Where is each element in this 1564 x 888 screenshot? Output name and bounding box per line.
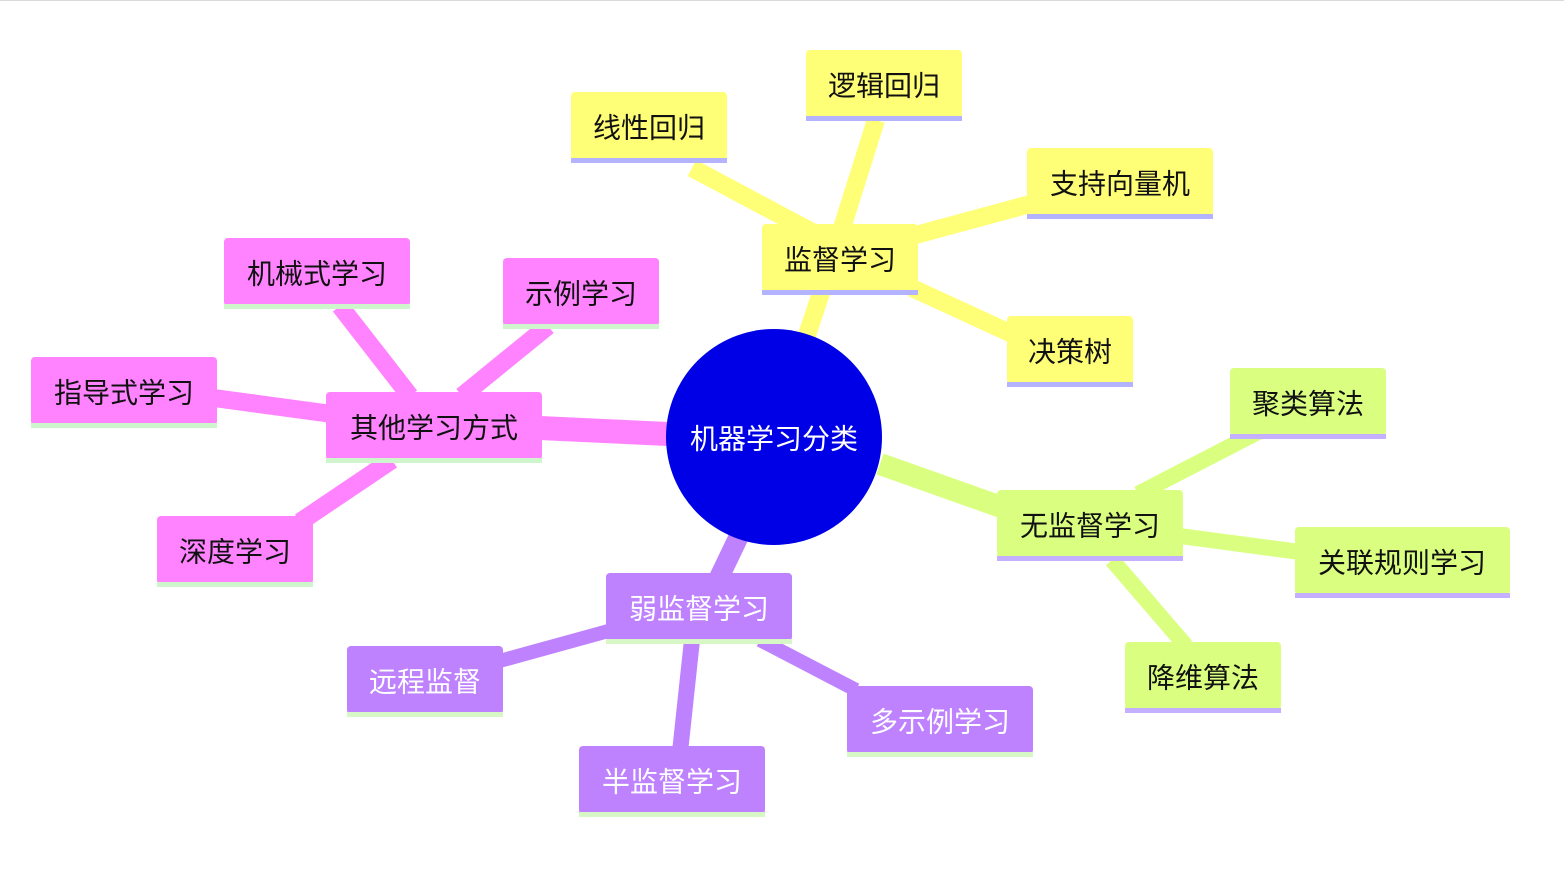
node-decision-tree-label: 决策树 — [1028, 336, 1112, 369]
node-weak-supervision[interactable]: 弱监督学习 — [606, 573, 792, 644]
node-multi-instance-label: 多示例学习 — [870, 706, 1010, 739]
node-unsupervised-label: 无监督学习 — [1020, 510, 1160, 543]
node-linear-regression-label: 线性回归 — [593, 112, 705, 145]
node-guided-learning-label: 指导式学习 — [54, 377, 194, 410]
node-distant-supervision[interactable]: 远程监督 — [347, 646, 503, 717]
node-logistic-regression-label: 逻辑回归 — [828, 70, 940, 103]
node-multi-instance[interactable]: 多示例学习 — [847, 686, 1033, 757]
edge-supervised-tree — [908, 279, 1016, 343]
node-weak-supervision-label: 弱监督学习 — [629, 593, 769, 626]
node-example-learning-label: 示例学习 — [525, 278, 637, 311]
edge-other-deep — [294, 452, 398, 530]
edge-weak-semi — [672, 639, 700, 753]
edge-other-rote — [332, 300, 418, 402]
node-logistic-regression[interactable]: 逻辑回归 — [806, 50, 962, 121]
node-semi-supervised[interactable]: 半监督学习 — [579, 746, 765, 817]
node-rote-learning-label: 机械式学习 — [247, 258, 387, 291]
edge-unsupervised-cluster — [1134, 424, 1262, 502]
node-decision-tree[interactable]: 决策树 — [1007, 316, 1133, 387]
edge-unsupervised-assoc — [1178, 528, 1302, 560]
node-linear-regression[interactable]: 线性回归 — [571, 92, 727, 163]
edge-unsupervised-dimred — [1105, 554, 1193, 652]
node-guided-learning[interactable]: 指导式学习 — [31, 357, 217, 428]
node-clustering-label: 聚类算法 — [1252, 388, 1364, 421]
node-supervised[interactable]: 监督学习 — [762, 224, 918, 295]
root-label: 机器学习分类 — [690, 423, 858, 456]
node-distant-supervision-label: 远程监督 — [369, 666, 481, 699]
edge-other-guided — [212, 389, 334, 423]
edge-weak-multi — [756, 633, 860, 697]
node-unsupervised[interactable]: 无监督学习 — [997, 490, 1183, 561]
root-circle — [666, 329, 882, 545]
edge-other-example — [456, 319, 554, 403]
node-other-methods-label: 其他学习方式 — [350, 412, 518, 445]
node-deep-learning-label: 深度学习 — [179, 536, 291, 569]
node-association-rules[interactable]: 关联规则学习 — [1295, 527, 1510, 598]
edge-root-unsupervised — [876, 453, 1008, 519]
node-association-rules-label: 关联规则学习 — [1318, 547, 1486, 580]
node-example-learning[interactable]: 示例学习 — [503, 258, 659, 329]
node-supervised-label: 监督学习 — [784, 244, 896, 277]
root-node[interactable]: 机器学习分类 — [666, 329, 882, 545]
node-deep-learning[interactable]: 深度学习 — [157, 516, 313, 587]
edge-root-other — [539, 416, 669, 446]
node-rote-learning[interactable]: 机械式学习 — [224, 238, 410, 309]
edge-supervised-logistic — [833, 117, 885, 231]
edge-supervised-linear — [687, 160, 817, 240]
node-other-methods[interactable]: 其他学习方式 — [326, 392, 542, 463]
edge-supervised-svm — [909, 195, 1033, 245]
top-border — [0, 0, 1564, 1]
edge-weak-distant — [494, 623, 614, 669]
node-svm[interactable]: 支持向量机 — [1027, 148, 1213, 219]
edge-root-supervised — [797, 287, 831, 341]
node-clustering[interactable]: 聚类算法 — [1230, 368, 1386, 439]
node-semi-supervised-label: 半监督学习 — [602, 766, 742, 799]
node-svm-label: 支持向量机 — [1050, 168, 1190, 201]
node-dim-reduction-label: 降维算法 — [1147, 662, 1259, 695]
node-dim-reduction[interactable]: 降维算法 — [1125, 642, 1281, 713]
